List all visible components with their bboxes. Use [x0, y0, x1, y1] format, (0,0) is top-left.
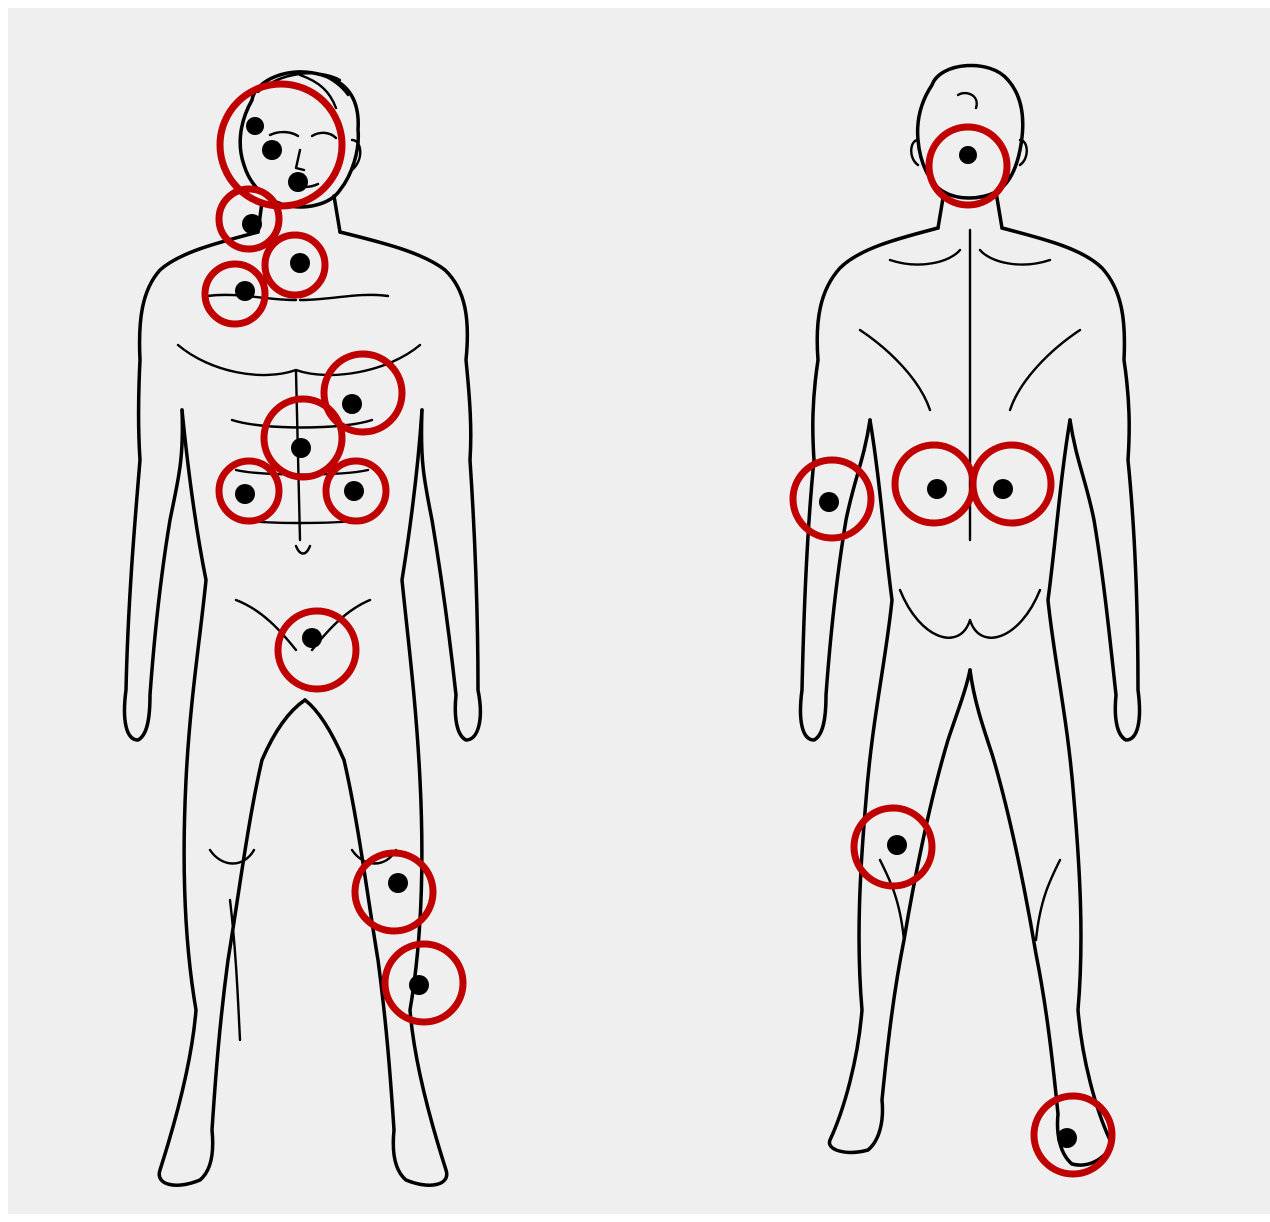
marker-collarbone-center[interactable]: [265, 235, 325, 295]
marker-lower-back-right[interactable]: [973, 445, 1051, 523]
back-markers: [793, 127, 1112, 1174]
marker-abdomen-left[interactable]: [219, 461, 279, 521]
marker-groin[interactable]: [278, 611, 356, 689]
marker-elbow-back-right[interactable]: [793, 460, 871, 538]
marker-shin-left[interactable]: [385, 944, 463, 1022]
front-markers: [205, 84, 463, 1022]
marker-ankle-back-left[interactable]: [1034, 1096, 1112, 1174]
marker-solar-plexus[interactable]: [264, 399, 342, 477]
back-body-figure: [801, 65, 1140, 1165]
marker-abdomen-right[interactable]: [326, 461, 386, 521]
marker-neck-back[interactable]: [929, 127, 1007, 205]
marker-lower-back-left[interactable]: [895, 445, 973, 523]
